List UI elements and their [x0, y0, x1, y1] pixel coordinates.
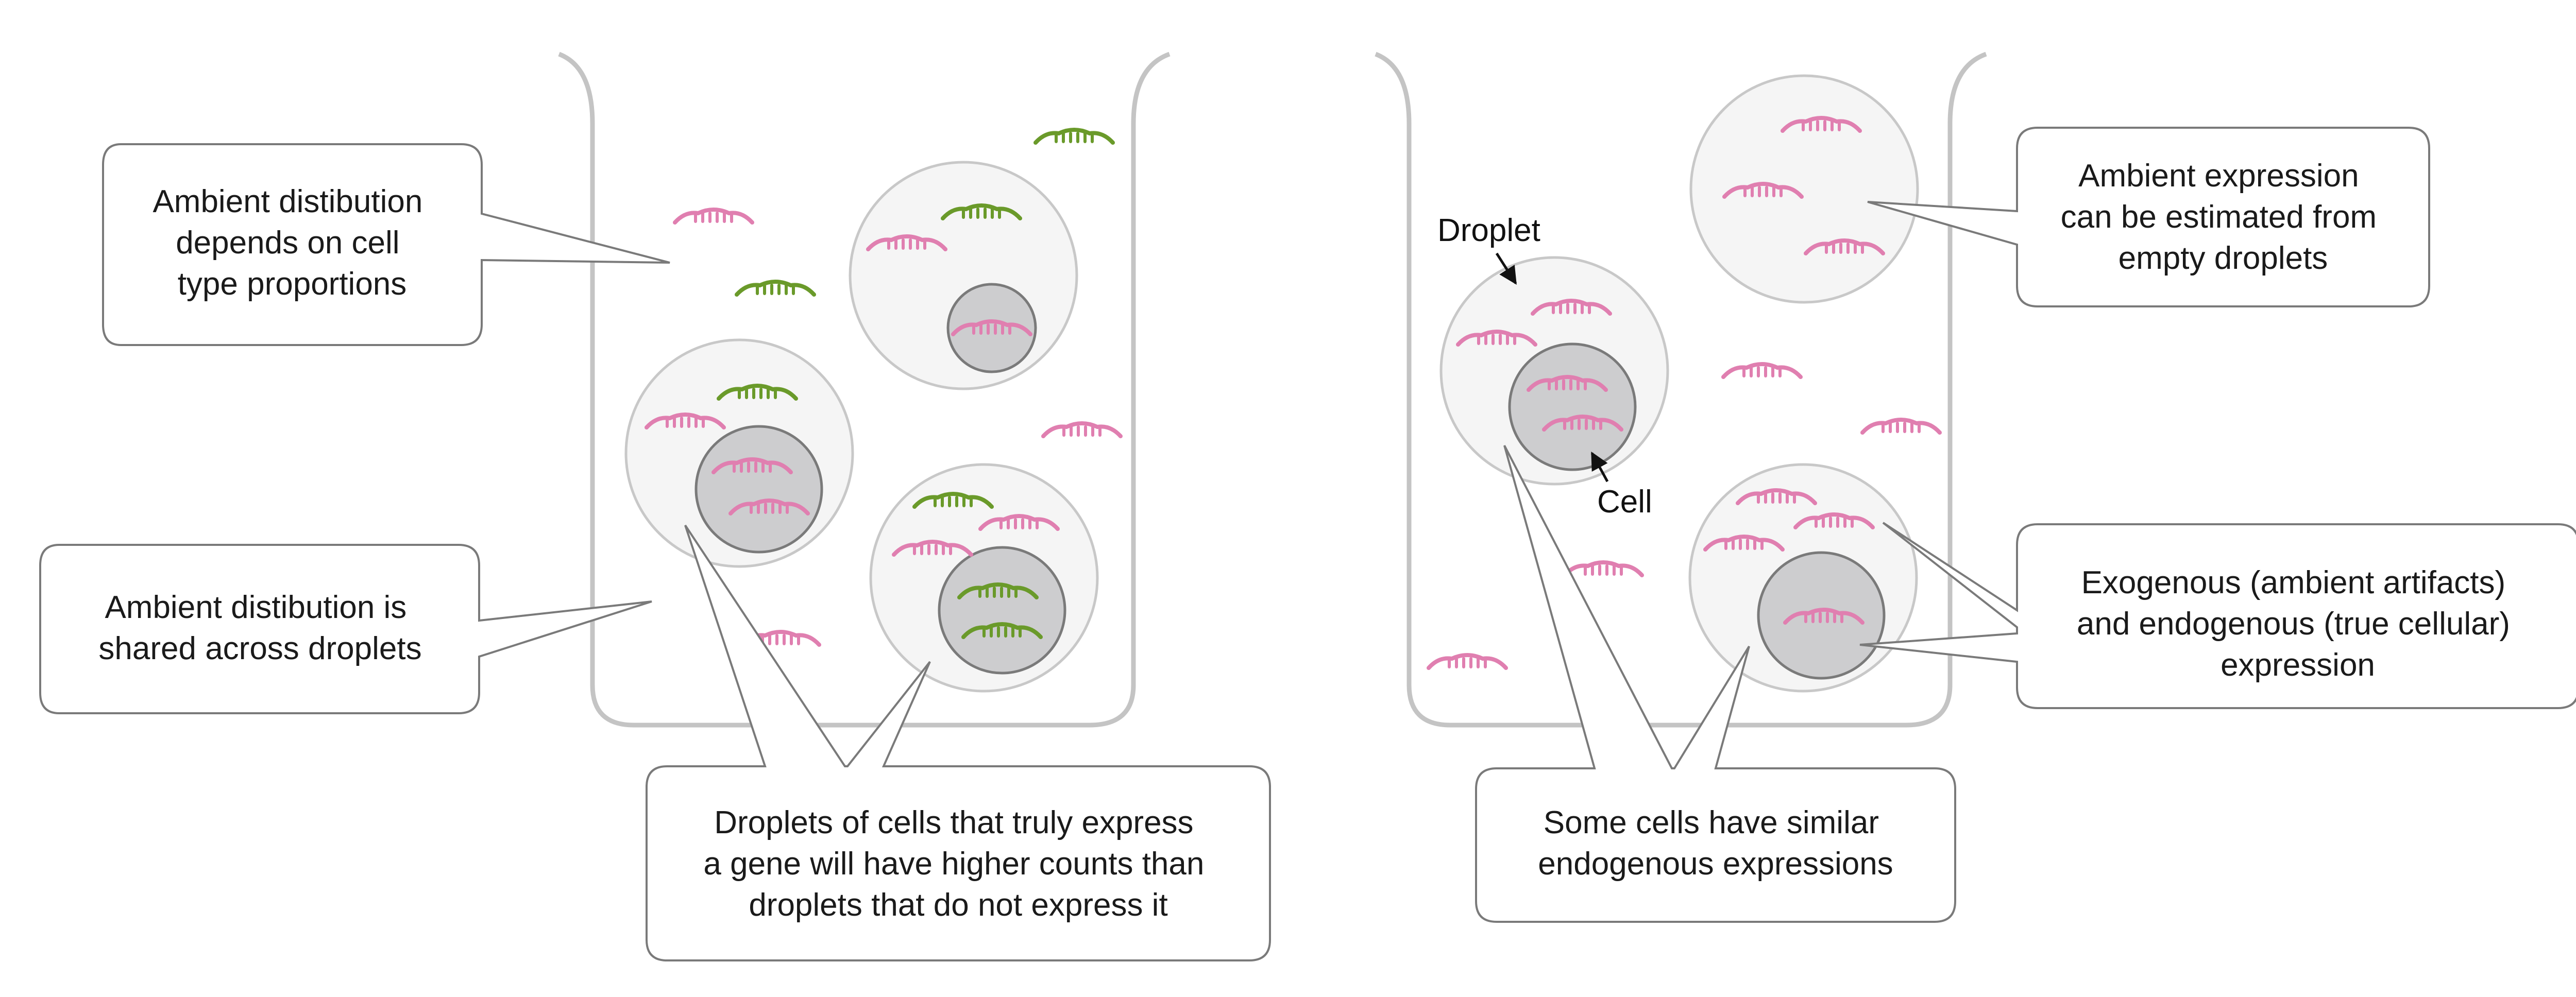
pink-rna-icon	[1041, 421, 1123, 438]
left-container	[558, 51, 1171, 728]
pink-rna-icon	[1793, 512, 1875, 529]
pink-rna-icon	[1703, 535, 1785, 552]
cell	[938, 546, 1066, 675]
callout-line: a gene will have higher counts than	[703, 846, 1204, 882]
callout-ambient-depends: Ambient distibution depends on cell type…	[102, 143, 670, 346]
pink-rna-icon	[1722, 182, 1804, 199]
callout-line: Some cells have similar	[1544, 805, 1879, 840]
pink-rna-icon	[728, 498, 810, 515]
callout-higher-counts: Droplets of cells that truly express a g…	[646, 524, 1271, 961]
right-container	[1375, 51, 1987, 728]
pink-rna-icon	[1527, 375, 1608, 392]
cell	[1508, 342, 1637, 471]
callout-line: shared across droplets	[98, 631, 421, 666]
svg-text:Exogenous (ambient artifacts): Exogenous (ambient artifacts) and endoge…	[2077, 565, 2519, 683]
cell	[694, 425, 823, 554]
green-rna-icon	[717, 384, 798, 401]
pink-rna-icon	[1781, 116, 1862, 133]
callout-line: Droplets of cells that truly express	[714, 805, 1193, 840]
droplet-arrow	[1495, 252, 1517, 285]
green-rna-icon	[941, 203, 1022, 220]
callout-line: expression	[2221, 647, 2375, 683]
cell-label: Cell	[1597, 484, 1652, 520]
empty-droplet	[1689, 74, 1919, 304]
pink-rna-icon	[1531, 299, 1612, 316]
pink-rna-icon	[1563, 560, 1644, 577]
pink-rna-icon	[1804, 238, 1885, 255]
callout-line: and endogenous (true cellular)	[2077, 606, 2510, 642]
callout-line: droplets that do not express it	[749, 887, 1167, 923]
cell-arrow	[1590, 451, 1609, 483]
svg-text:Some cells have similar: Some cells have similar endogenous expre…	[1538, 805, 1893, 882]
pink-rna-icon	[1721, 362, 1803, 379]
svg-text:Droplets of cells that truly e: Droplets of cells that truly express a g…	[703, 805, 1213, 923]
cell	[946, 283, 1037, 373]
green-rna-icon	[961, 622, 1043, 639]
droplet-label: Droplet	[1437, 213, 1540, 248]
callout-exo-endo: Exogenous (ambient artifacts) and endoge…	[1859, 522, 2576, 709]
rna-molecules	[645, 116, 1942, 670]
pink-rna-icon	[1427, 653, 1508, 670]
green-rna-icon	[1033, 128, 1115, 145]
svg-text:Ambient expression can b: Ambient expression can be estimated from…	[2061, 158, 2386, 276]
pink-rna-icon	[673, 208, 754, 225]
pink-rna-icon	[951, 319, 1032, 336]
callout-line: depends on cell	[176, 225, 399, 261]
pink-rna-icon	[1456, 330, 1537, 347]
pink-rna-icon	[711, 457, 793, 474]
svg-text:Ambient distibution depe: Ambient distibution depends on cell type…	[152, 184, 431, 302]
droplet	[849, 161, 1078, 390]
callout-line: endogenous expressions	[1538, 846, 1893, 882]
droplet	[1688, 463, 1918, 693]
pink-rna-icon	[1542, 415, 1623, 432]
pink-rna-icon	[892, 540, 973, 557]
green-rna-icon	[735, 280, 816, 297]
callout-line: Ambient distibution is	[105, 590, 406, 625]
callout-similar-endo: Some cells have similar endogenous expre…	[1475, 445, 1956, 923]
pink-rna-icon	[1736, 488, 1817, 505]
callout-line: Ambient expression	[2078, 158, 2359, 194]
callout-ambient-shared: Ambient distibution is shared across dro…	[39, 544, 652, 714]
callout-line: Exogenous (ambient artifacts)	[2081, 565, 2506, 600]
callout-line: type proportions	[178, 266, 407, 302]
callout-line: can be estimated from	[2061, 199, 2377, 235]
svg-text:Ambient distibution is s: Ambient distibution is shared across dro…	[98, 590, 421, 666]
callout-line: Ambient distibution	[152, 184, 422, 219]
callout-line: empty droplets	[2119, 240, 2328, 276]
pink-rna-icon	[1783, 608, 1865, 625]
droplet	[1439, 256, 1669, 486]
droplet	[624, 338, 854, 568]
pink-rna-icon	[1860, 418, 1942, 435]
callout-estimated-empty: Ambient expression can be estimated from…	[1867, 127, 2430, 307]
right-panel: Droplet Cell	[1375, 51, 1987, 728]
pink-rna-icon	[645, 412, 726, 429]
green-rna-icon	[957, 582, 1039, 599]
left-panel	[558, 51, 1171, 728]
green-rna-icon	[912, 492, 994, 509]
pink-rna-icon	[866, 234, 947, 251]
pink-rna-icon	[978, 514, 1060, 531]
